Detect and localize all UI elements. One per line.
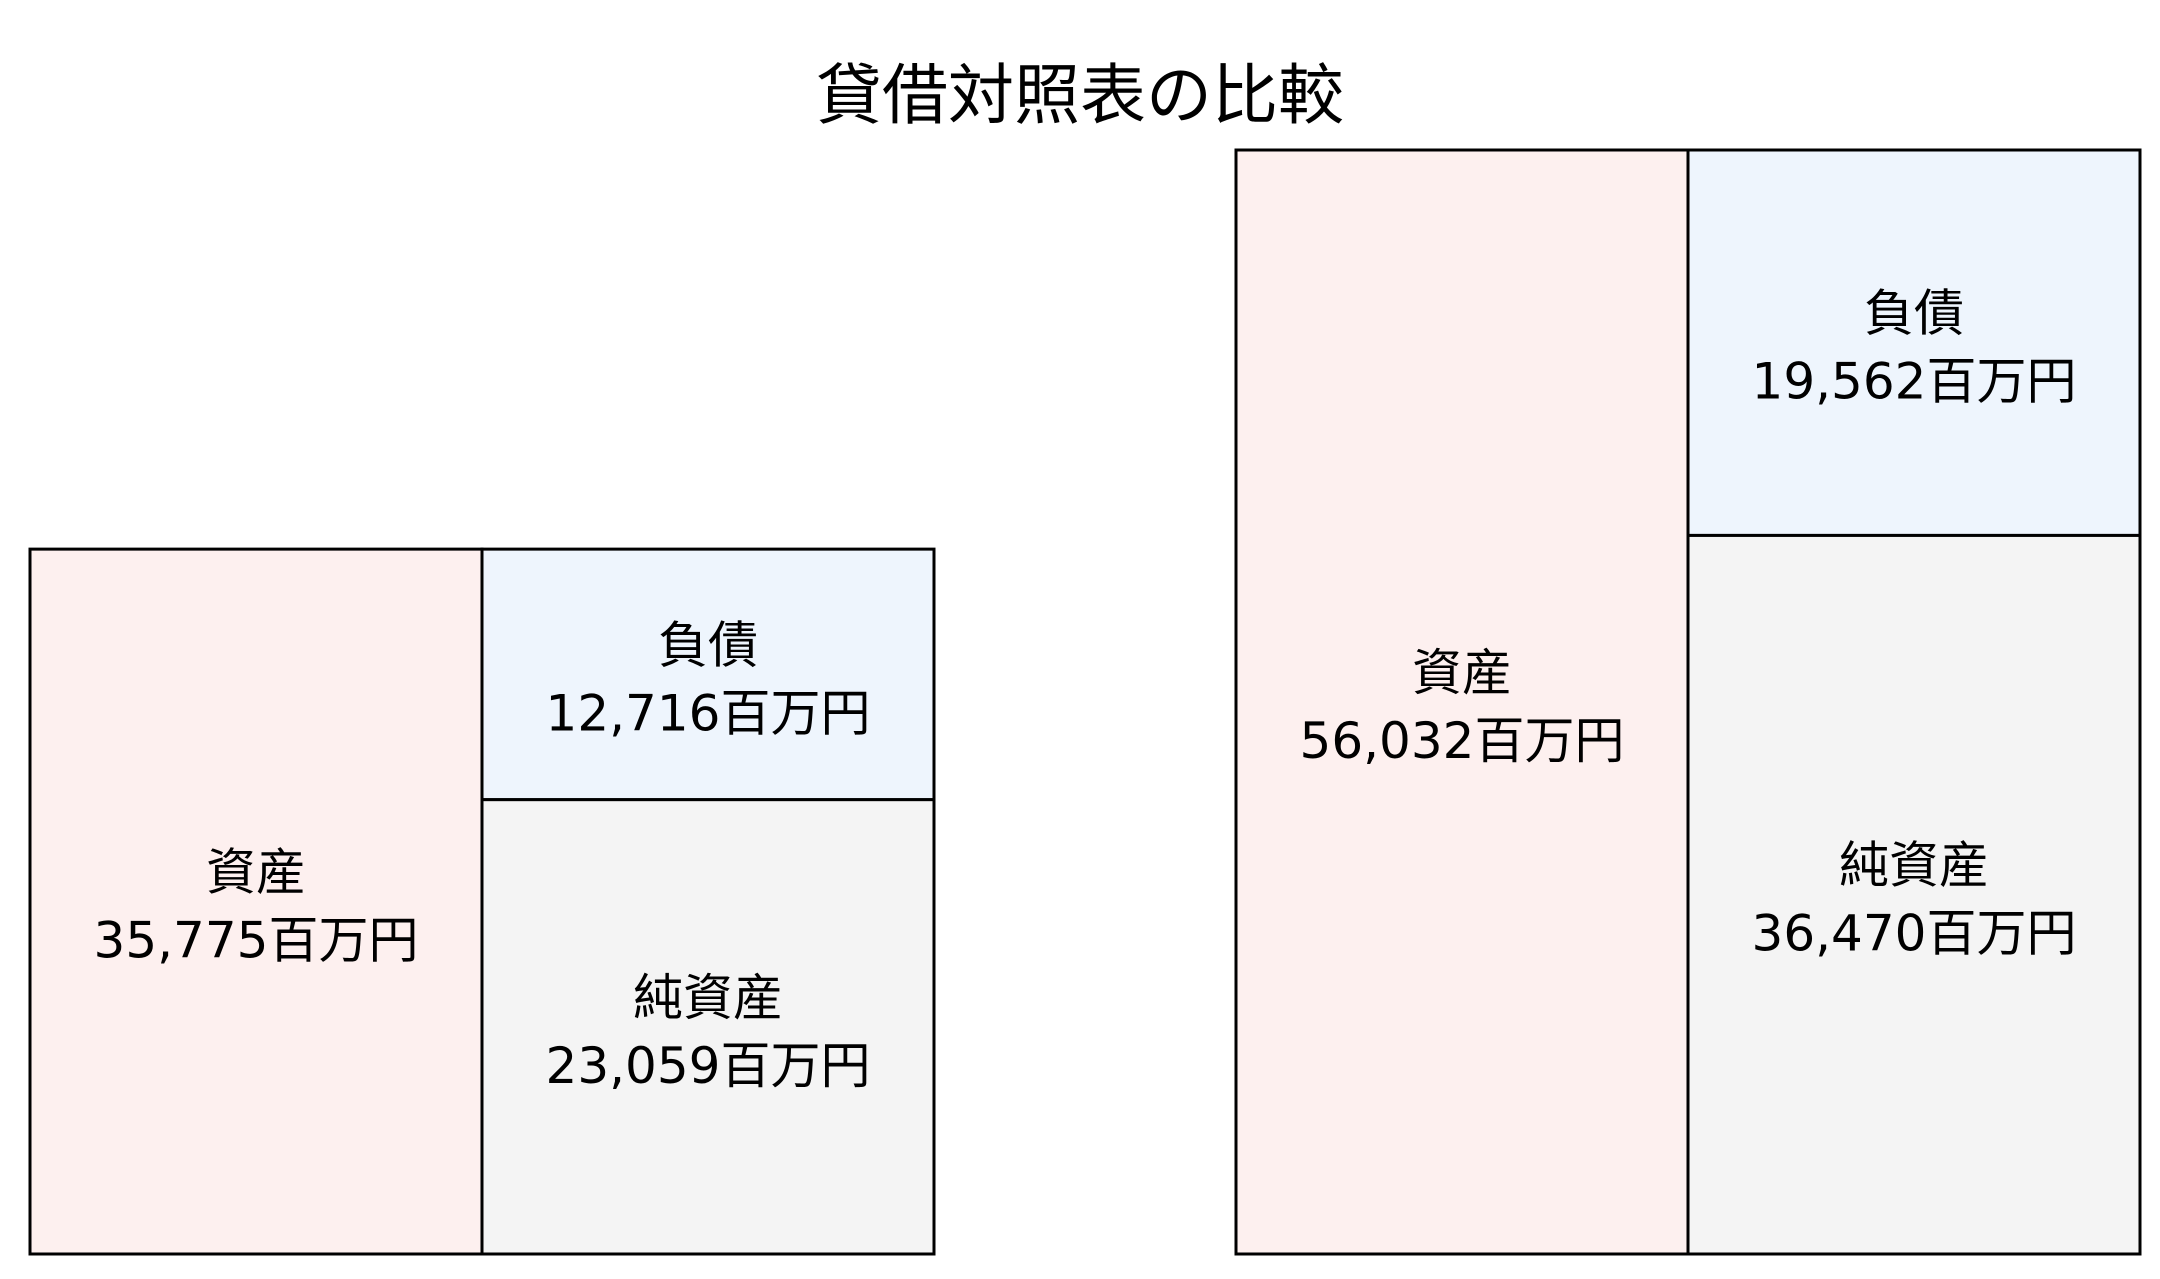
sheet-1-net-assets-label-value: 23,059百万円 bbox=[546, 1037, 871, 1095]
sheet-2-assets-label-name: 資産 bbox=[1412, 644, 1512, 702]
sheet-1-net-assets-label: 純資産 23,059百万円 bbox=[546, 969, 871, 1095]
sheet-1-assets-label-value: 35,775百万円 bbox=[94, 912, 419, 970]
sheet-2-net-assets-label-name: 純資産 bbox=[1839, 837, 1989, 895]
sheet-2-liabilities-box bbox=[1686, 148, 2142, 537]
sheet-2-liabilities-label-name: 負債 bbox=[1864, 285, 1964, 343]
sheet-2-net-assets-label: 純資産 36,470百万円 bbox=[1752, 837, 2077, 963]
sheet-2-net-assets-box bbox=[1686, 533, 2142, 1256]
sheet-2-liabilities-label-value: 19,562百万円 bbox=[1752, 353, 2077, 411]
chart-title: 貸借対照表の比較 bbox=[816, 57, 1344, 134]
sheet-1-liabilities-label: 負債 12,716百万円 bbox=[546, 616, 871, 742]
sheet-2-assets-label: 資産 56,032百万円 bbox=[1300, 644, 1625, 770]
sheet-2-assets-box bbox=[1234, 148, 1690, 1256]
sheet-1-liabilities-box bbox=[480, 547, 936, 802]
sheet-1-assets-label: 資産 35,775百万円 bbox=[94, 844, 419, 970]
sheet-1-liabilities-label-name: 負債 bbox=[658, 616, 758, 674]
sheet-1-net-assets-label-name: 純資産 bbox=[633, 969, 783, 1027]
sheet-1-assets-box bbox=[28, 547, 484, 1256]
sheet-1-net-assets-box bbox=[480, 798, 936, 1256]
sheet-1-liabilities-label-value: 12,716百万円 bbox=[546, 684, 871, 742]
sheet-2-assets-label-value: 56,032百万円 bbox=[1300, 712, 1625, 770]
sheet-2-net-assets-label-value: 36,470百万円 bbox=[1752, 905, 2077, 963]
sheet-2-liabilities-label: 負債 19,562百万円 bbox=[1752, 285, 2077, 411]
sheet-1-assets-label-name: 資産 bbox=[206, 844, 306, 902]
